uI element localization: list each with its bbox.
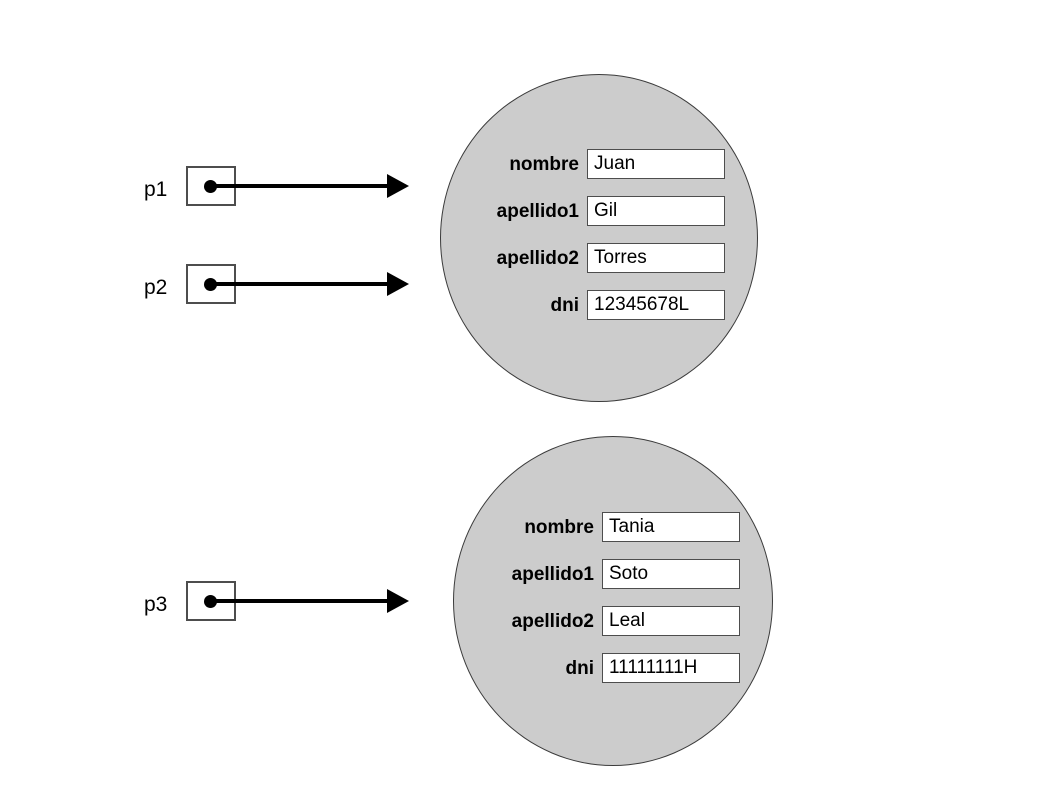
pointer-dot-p2 <box>204 278 217 291</box>
field-row: nombre Juan <box>459 149 741 179</box>
field-label-apellido1: apellido1 <box>496 200 579 222</box>
pointer-label-p1: p1 <box>144 178 168 201</box>
field-row: dni 11111111H <box>472 653 756 683</box>
field-row: apellido2 Leal <box>472 606 756 636</box>
field-label-nombre: nombre <box>509 153 579 175</box>
field-row: dni 12345678L <box>459 290 741 320</box>
arrow-head-icon <box>387 174 409 198</box>
object-node-1: nombre Juan apellido1 Gil apellido2 Torr… <box>440 74 758 402</box>
field-row: apellido1 Gil <box>459 196 741 226</box>
field-label-apellido2: apellido2 <box>496 247 579 269</box>
field-value-dni: 11111111H <box>602 653 740 683</box>
object-2-field-list: nombre Tania apellido1 Soto apellido2 Le… <box>472 512 756 683</box>
pointer-label-p2: p2 <box>144 276 168 299</box>
field-label-apellido2: apellido2 <box>511 610 594 632</box>
field-value-nombre: Juan <box>587 149 725 179</box>
pointer-dot-p1 <box>204 180 217 193</box>
pointer-line-p1 <box>211 184 389 188</box>
pointer-line-p2 <box>211 282 389 286</box>
field-label-dni: dni <box>550 294 580 316</box>
field-row: apellido2 Torres <box>459 243 741 273</box>
object-1-field-list: nombre Juan apellido1 Gil apellido2 Torr… <box>459 149 741 320</box>
field-value-apellido1: Soto <box>602 559 740 589</box>
field-value-apellido2: Leal <box>602 606 740 636</box>
arrow-head-icon <box>387 272 409 296</box>
arrow-head-icon <box>387 589 409 613</box>
object-node-2: nombre Tania apellido1 Soto apellido2 Le… <box>453 436 773 766</box>
field-label-apellido1: apellido1 <box>511 563 594 585</box>
field-label-dni: dni <box>565 657 595 679</box>
field-row: nombre Tania <box>472 512 756 542</box>
pointer-dot-p3 <box>204 595 217 608</box>
field-value-apellido1: Gil <box>587 196 725 226</box>
field-value-apellido2: Torres <box>587 243 725 273</box>
field-value-dni: 12345678L <box>587 290 725 320</box>
field-label-nombre: nombre <box>524 516 594 538</box>
pointer-line-p3 <box>211 599 389 603</box>
field-row: apellido1 Soto <box>472 559 756 589</box>
field-value-nombre: Tania <box>602 512 740 542</box>
pointer-label-p3: p3 <box>144 593 168 616</box>
